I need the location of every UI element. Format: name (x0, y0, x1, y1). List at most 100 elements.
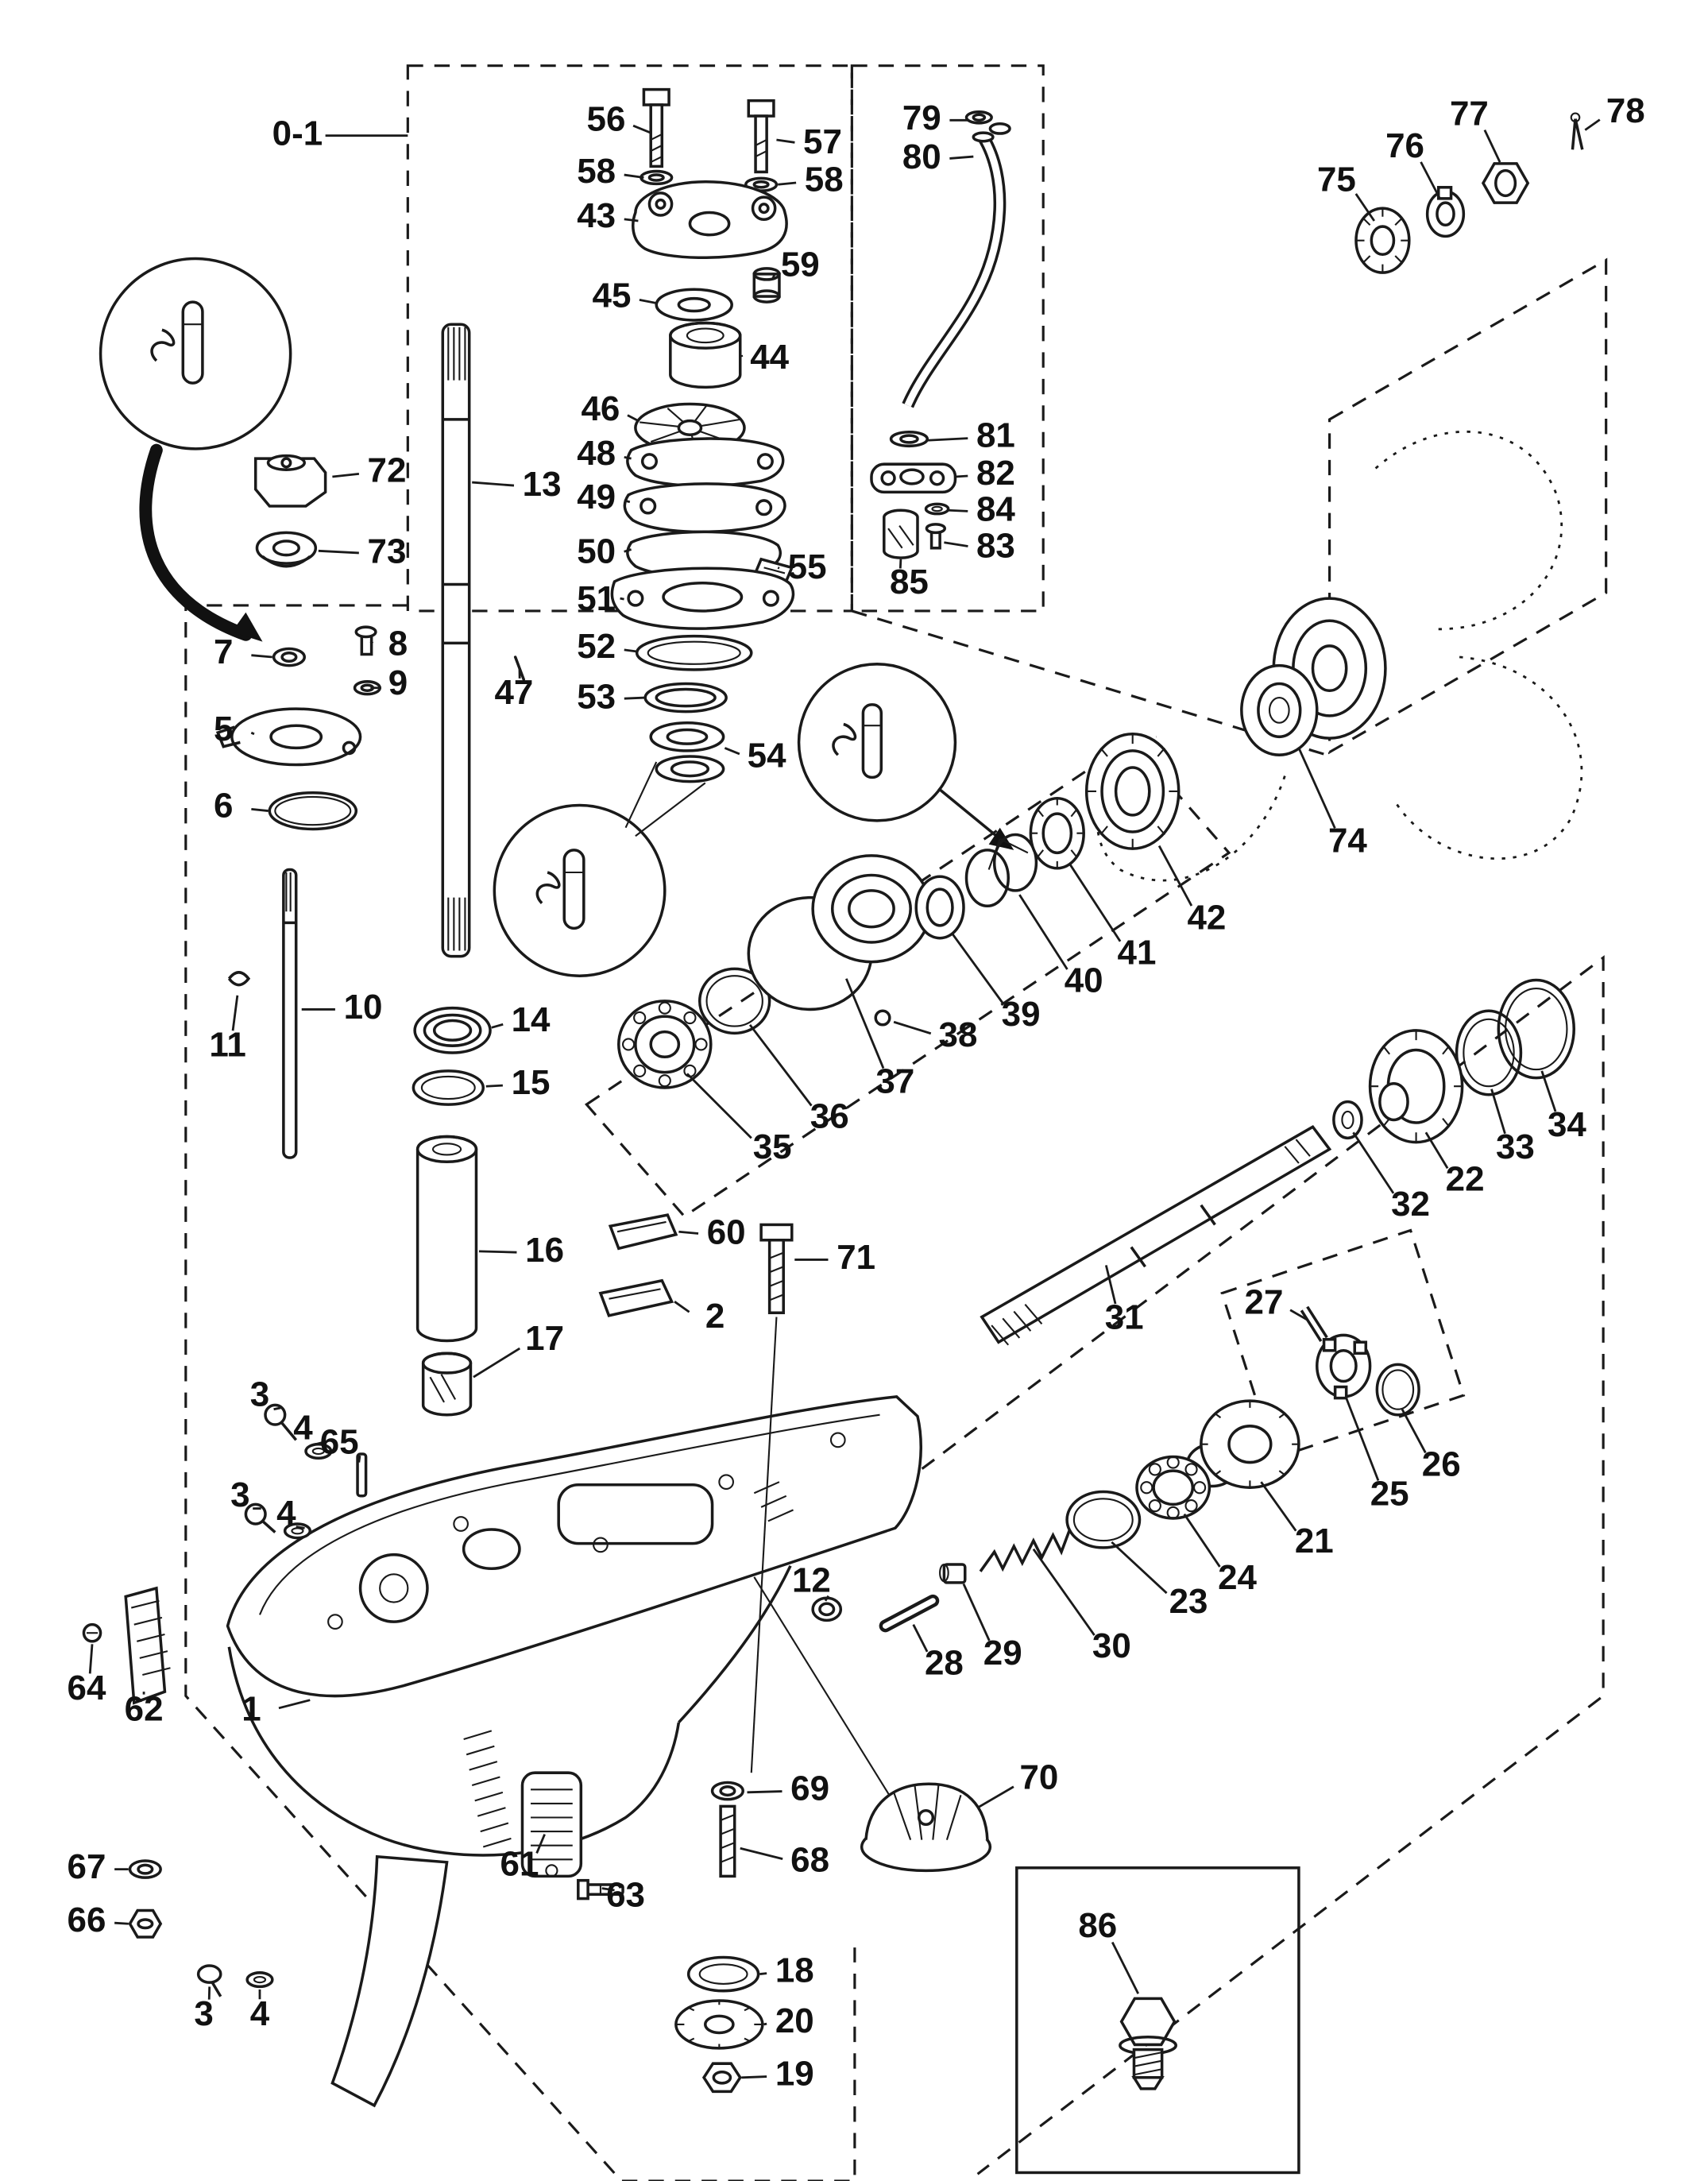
part-19-nut (701, 2062, 742, 2094)
roll-pin-detail (861, 703, 883, 779)
boundary-boxes (184, 64, 1608, 2181)
part-label-58: 58 (805, 160, 844, 199)
part-70-cap (753, 1576, 992, 1873)
part-24-bearing (1135, 1455, 1211, 1520)
skeg (330, 1854, 449, 2108)
part-60-wedge (608, 1213, 678, 1251)
leader-line-82 (955, 474, 968, 478)
part-79-grommets (964, 110, 1011, 135)
part-label-4: 4 (250, 1994, 270, 2033)
part-23-ring (1065, 1490, 1142, 1549)
part-label-5: 5 (214, 710, 233, 748)
part-29-follower (939, 1563, 967, 1584)
part-76-tab-washer (1425, 186, 1466, 238)
leader-line-21 (1260, 1481, 1297, 1532)
leader-line-14 (491, 1023, 504, 1029)
part-77-prop-nut (1481, 162, 1530, 204)
leader-line-23 (1111, 1541, 1168, 1595)
part-label-66: 66 (68, 1901, 106, 1939)
part-label-56: 56 (587, 100, 626, 139)
leader-line-35 (686, 1073, 752, 1139)
leader-line-57 (776, 138, 795, 144)
part-3-screw-lower (196, 1964, 222, 1997)
leader-line-28 (912, 1624, 929, 1653)
leader-line-48 (624, 455, 632, 460)
leader-line-60 (678, 1230, 699, 1235)
part-label-52: 52 (577, 627, 616, 666)
part-label-43: 43 (577, 196, 616, 235)
leader-line-3 (273, 1406, 281, 1411)
water-intake-slots (463, 1730, 512, 1848)
part-label-3: 3 (250, 1375, 269, 1413)
part-53-ring (643, 682, 728, 713)
leader-line-61 (535, 1834, 546, 1854)
part-label-41: 41 (1118, 933, 1157, 972)
water-pump-assembly (610, 87, 795, 783)
part-label-42: 42 (1187, 898, 1226, 937)
leader-line-83 (944, 541, 968, 547)
part-label-47: 47 (494, 673, 533, 712)
part-label-84: 84 (976, 490, 1015, 529)
leader-line-76 (1420, 161, 1441, 199)
part-label-81: 81 (976, 416, 1015, 454)
part-label-3: 3 (230, 1475, 249, 1514)
part-label-55: 55 (788, 547, 827, 586)
leader-line-37 (845, 978, 885, 1069)
part-8-screw (354, 625, 377, 656)
part-84-washer (924, 502, 950, 516)
part-4-washer-lower (245, 1971, 274, 1989)
inset-box-outline (1015, 1866, 1300, 2175)
part-67-washer (128, 1859, 162, 1879)
part-label-1: 1 (242, 1689, 261, 1728)
leader-line-1 (278, 1699, 311, 1710)
prop-blade-top (1374, 430, 1563, 631)
leader-line-27 (1289, 1309, 1308, 1321)
part-5-plate (215, 707, 362, 767)
leader-line-39 (951, 933, 1004, 1004)
leader-line-55 (777, 567, 780, 570)
part-35-ball-bearing (617, 1000, 713, 1089)
part-label-35: 35 (753, 1127, 792, 1166)
leader-line-63 (601, 1887, 615, 1892)
part-label-85: 85 (890, 563, 929, 601)
part-label-2: 2 (705, 1297, 725, 1336)
part-22-forward-gear (1368, 1029, 1464, 1144)
part-label-45: 45 (593, 276, 632, 315)
part-label-77: 77 (1450, 95, 1489, 133)
part-75-thrust-hub (1354, 207, 1411, 274)
detail-circle-2 (493, 761, 706, 977)
main-housing-boundary (184, 604, 856, 2181)
part-39-needle-bearing (914, 875, 965, 940)
part-label-4: 4 (276, 1494, 296, 1533)
part-label-28: 28 (925, 1643, 964, 1682)
part-7-washer (272, 647, 306, 667)
part-label-82: 82 (976, 454, 1015, 493)
speedo-tube-assembly (870, 110, 1011, 559)
leader-line-38 (893, 1020, 932, 1035)
part-label-7: 7 (214, 632, 233, 671)
part-label-72: 72 (368, 451, 407, 489)
part-86-plug (1119, 1997, 1177, 2090)
part-2-wedge (598, 1278, 674, 1317)
part-11-clip (227, 971, 251, 987)
leader-line-50 (624, 548, 632, 553)
part-42-retainer (1084, 733, 1181, 850)
part-78-cotter-pin (1570, 112, 1584, 150)
leader-line-64 (88, 1644, 94, 1674)
part-label-67: 67 (68, 1847, 106, 1886)
leader-line-6 (251, 807, 269, 812)
leader-line-54 (724, 747, 740, 756)
part-71-bolt (750, 1223, 794, 1773)
part-label-12: 12 (792, 1560, 831, 1599)
part-label-36: 36 (810, 1096, 849, 1135)
part-label-48: 48 (577, 434, 616, 473)
leader-line-7 (251, 654, 272, 659)
part-37-bearing-carrier (747, 854, 932, 1011)
part-34-ring (1497, 978, 1575, 1080)
part-label-34: 34 (1548, 1105, 1586, 1144)
part-1-gear-housing (82, 1395, 923, 2108)
part-label-62: 62 (125, 1689, 164, 1728)
part-label-20: 20 (775, 2001, 814, 2040)
part-31-prop-shaft (980, 1124, 1332, 1346)
leader-line-66 (114, 1921, 129, 1925)
